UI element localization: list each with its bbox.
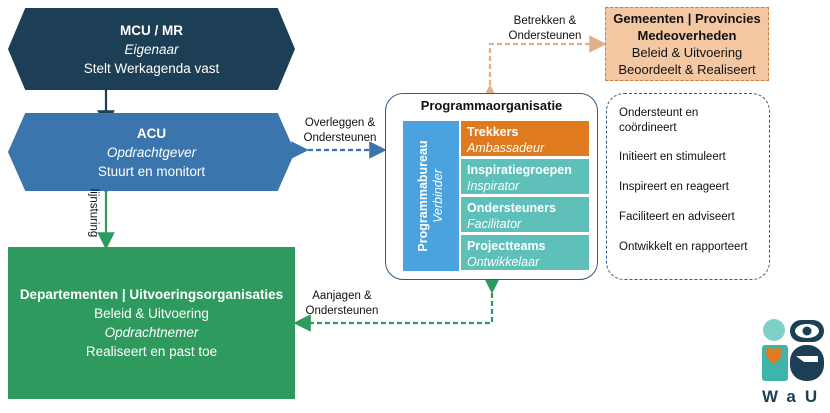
bureau-role: Verbinder <box>431 169 445 223</box>
role-name: Projectteams <box>467 239 546 253</box>
aanjagen-line1: Aanjagen & <box>312 290 372 302</box>
programmabureau-box: Programmabureau Verbinder <box>403 121 459 271</box>
dep-line1: Beleid & Uitvoering <box>94 306 209 321</box>
departementen-box: Departementen | Uitvoeringsorganisaties … <box>8 247 295 399</box>
mcu-role: Eigenaar <box>124 41 179 57</box>
overleggen-line1: Overleggen & <box>304 117 376 129</box>
role-label: Ambassadeur <box>467 141 545 155</box>
acu-title: ACU <box>136 125 167 141</box>
wau-logo-text: WaU <box>762 387 826 406</box>
aanjagen-label: Aanjagen & Ondersteunen <box>298 289 386 319</box>
bureau-name: Programmabureau <box>416 140 430 252</box>
role-trekkers: Trekkers Ambassadeur <box>461 121 589 156</box>
acu-task: Stuurt en monitort <box>97 163 206 179</box>
action-item: Faciliteert en adviseert <box>619 211 735 223</box>
programma-title: Programmaorganisatie <box>420 98 563 113</box>
betrekken-line2: Ondersteunen <box>508 30 582 42</box>
role-inspiratiegroepen: Inspiratiegroepen Inspirator <box>461 159 589 194</box>
overleggen-label: Overleggen & Ondersteunen <box>296 116 384 146</box>
gem-line1: Gemeenten | Provincies <box>613 11 761 26</box>
programmaorganisatie-box: Programmaorganisatie Programmabureau Ver… <box>385 93 598 280</box>
acu-box: ACU Opdrachtgever Stuurt en monitort <box>8 113 295 191</box>
dep-task: Realiseert en past toe <box>85 344 218 359</box>
action-item: Ondersteunt en <box>619 107 699 119</box>
role-projectteams: Projectteams Ontwikkelaar <box>461 235 589 270</box>
mcu-box: MCU / MR Eigenaar Stelt Werkagenda vast <box>8 8 295 90</box>
role-label: Inspirator <box>467 179 520 193</box>
gem-line4: Beoordeelt & Realiseert <box>618 62 756 77</box>
role-ondersteuners: Ondersteuners Facilitator <box>461 197 589 232</box>
mcu-title: MCU / MR <box>120 22 183 38</box>
gem-line3: Beleid & Uitvoering <box>631 45 743 60</box>
role-name: Inspiratiegroepen <box>467 163 572 177</box>
betrekken-line1: Betrekken & <box>513 15 577 27</box>
role-name: Trekkers <box>467 125 519 139</box>
role-label: Facilitator <box>467 217 522 231</box>
overleggen-line2: Ondersteunen <box>303 132 377 144</box>
gem-line2: Medeoverheden <box>637 28 737 43</box>
role-label: Ontwikkelaar <box>467 255 540 269</box>
role-name: Ondersteuners <box>467 201 556 215</box>
action-item: Ontwikkelt en rapporteert <box>619 241 748 253</box>
lijnsturing-label: lijnsturing <box>87 188 100 238</box>
action-item: Inspireert en reageert <box>619 181 729 193</box>
programma-dep-arrow <box>293 276 501 332</box>
dep-title: Departementen | Uitvoeringsorganisaties <box>19 287 284 302</box>
wau-logo-icon: WaU <box>762 319 826 406</box>
acu-role: Opdrachtgever <box>106 144 197 160</box>
dep-role: Opdrachtnemer <box>104 325 199 340</box>
wau-logo: WaU <box>760 318 828 408</box>
actions-box: Ondersteunt en coördineert Initieert en … <box>606 93 770 280</box>
mcu-task: Stelt Werkagenda vast <box>83 60 220 76</box>
action-item: coördineert <box>619 122 677 134</box>
action-item: Initieert en stimuleert <box>619 151 726 163</box>
programma-gemeenten-arrow <box>481 35 607 102</box>
aanjagen-line2: Ondersteunen <box>305 305 379 317</box>
gemeenten-box: Gemeenten | Provincies Medeoverheden Bel… <box>605 7 769 81</box>
betrekken-label: Betrekken & Ondersteunen <box>500 14 590 44</box>
